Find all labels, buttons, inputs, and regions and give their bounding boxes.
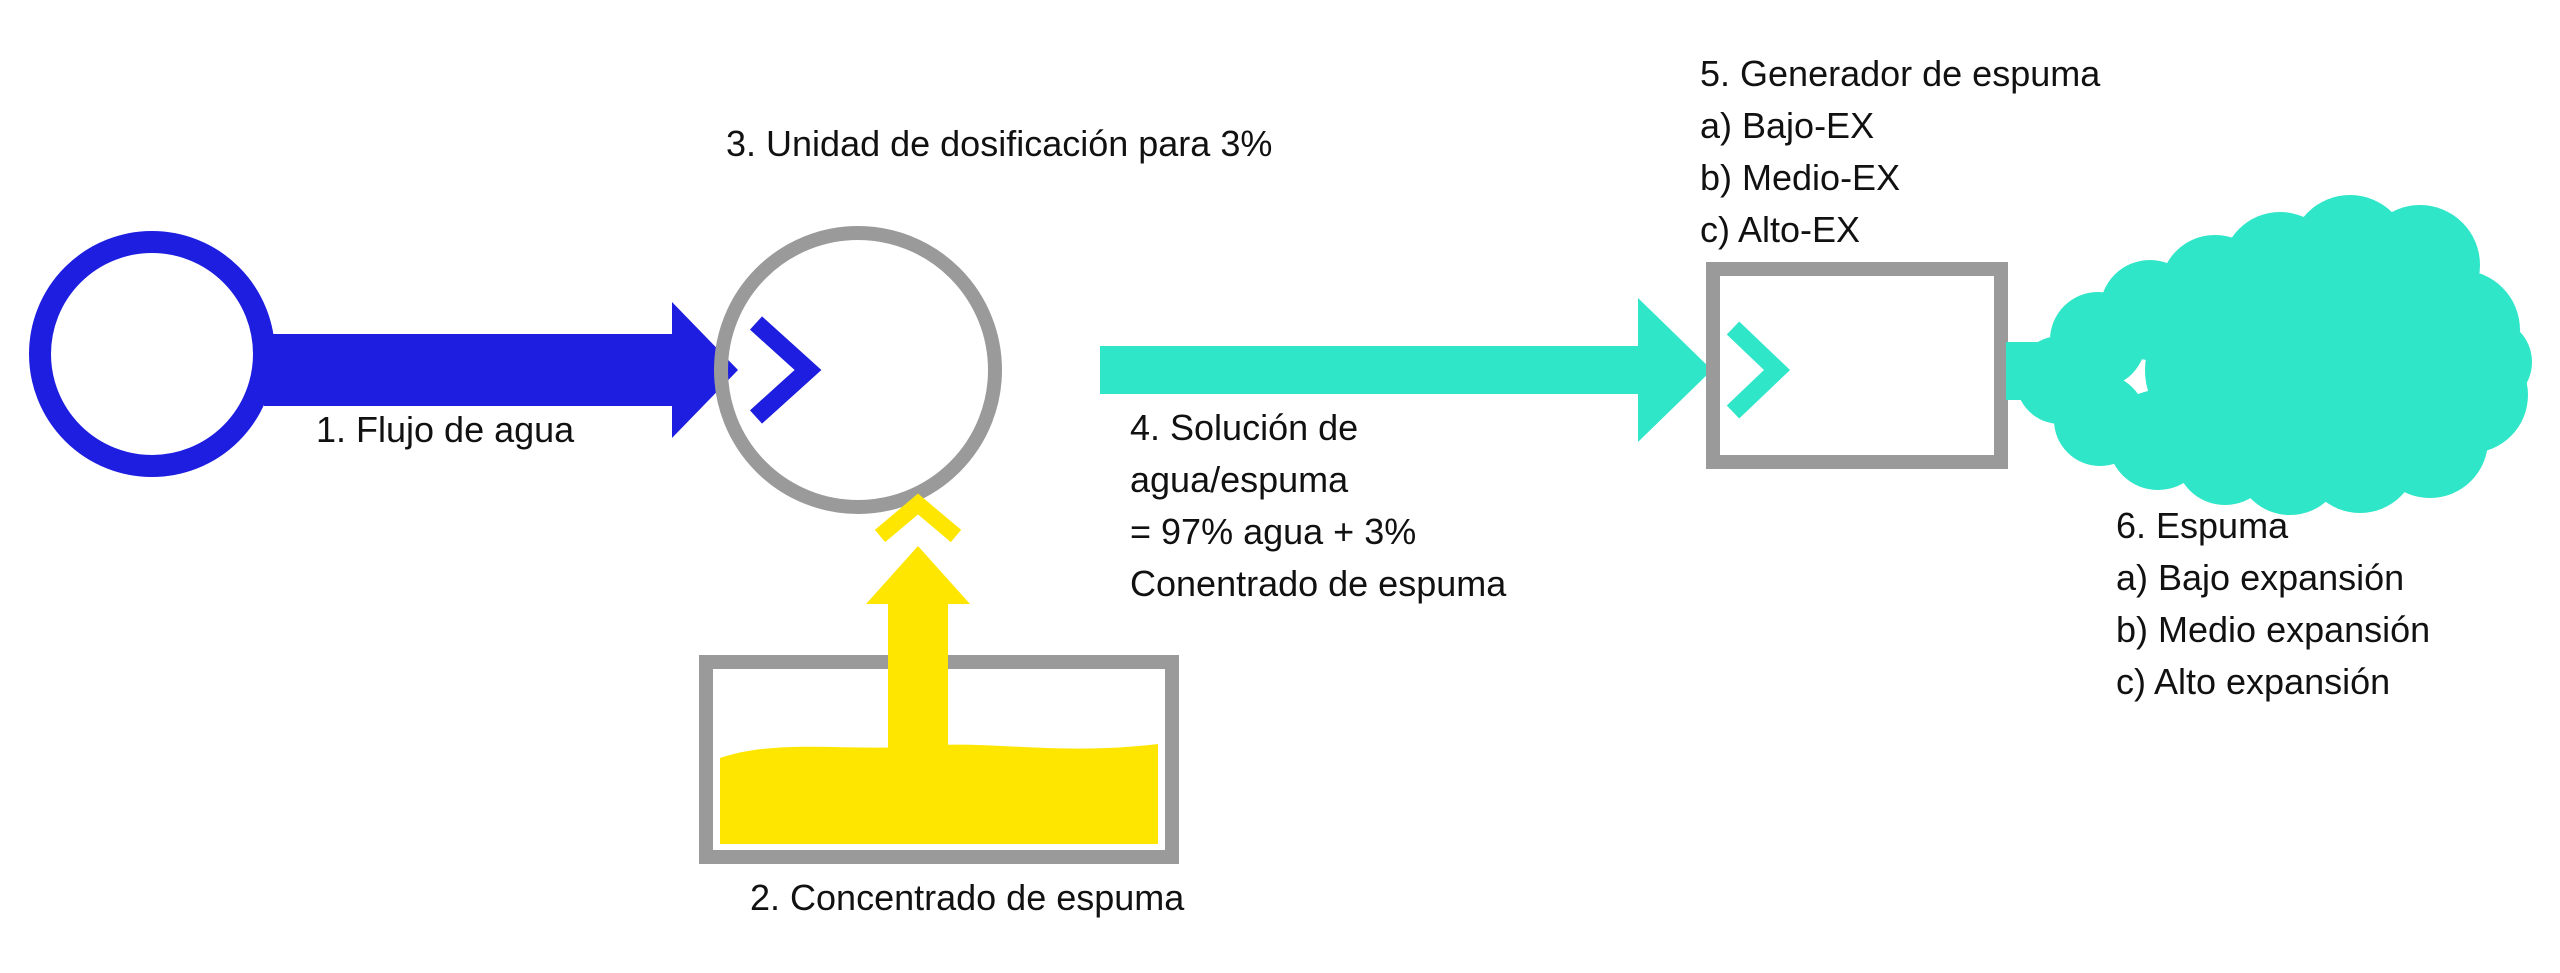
generator-label: 5. Generador de espuma a) Bajo-EX b) Med… bbox=[1700, 48, 2100, 256]
solution-label-line-1: 4. Solución de bbox=[1130, 407, 1359, 448]
generator-label-line-3: b) Medio-EX bbox=[1700, 157, 1901, 198]
foam-label: 6. Espuma a) Bajo expansión b) Medio exp… bbox=[2116, 500, 2430, 708]
foam-label-line-1: 6. Espuma bbox=[2116, 505, 2289, 546]
concentrate-liquid bbox=[720, 744, 1158, 844]
generator-label-line-1: 5. Generador de espuma bbox=[1700, 53, 2101, 94]
foam-label-line-2: a) Bajo expansión bbox=[2116, 557, 2405, 598]
dosing-unit-label: 3. Unidad de dosificación para 3% bbox=[726, 123, 1273, 164]
solution-label: 4. Solución de agua/espuma = 97% agua + … bbox=[1130, 402, 1506, 610]
water-flow-label: 1. Flujo de agua bbox=[316, 409, 575, 450]
concentrate-flow-arrow bbox=[866, 546, 970, 748]
generator-inlet-chevron bbox=[1726, 321, 1791, 419]
foam-cloud bbox=[2006, 195, 2532, 515]
water-inlet-chevron bbox=[749, 316, 822, 424]
water-flow-arrow bbox=[264, 302, 738, 438]
foam-generator-box bbox=[1706, 262, 2008, 469]
generator-label-line-4: c) Alto-EX bbox=[1700, 209, 1861, 250]
foam-label-line-3: b) Medio expansión bbox=[2116, 609, 2431, 650]
solution-label-line-4: Conentrado de espuma bbox=[1130, 563, 1507, 604]
dosing-unit-circle bbox=[714, 226, 1002, 514]
concentrate-inlet-chevron bbox=[874, 493, 962, 543]
water-source-circle bbox=[29, 231, 275, 477]
solution-flow-arrow bbox=[1100, 298, 1712, 442]
solution-label-line-2: agua/espuma bbox=[1130, 459, 1349, 500]
concentrate-label: 2. Concentrado de espuma bbox=[750, 877, 1185, 918]
generator-label-line-2: a) Bajo-EX bbox=[1700, 105, 1875, 146]
foam-label-line-4: c) Alto expansión bbox=[2116, 661, 2391, 702]
solution-label-line-3: = 97% agua + 3% bbox=[1130, 511, 1417, 552]
